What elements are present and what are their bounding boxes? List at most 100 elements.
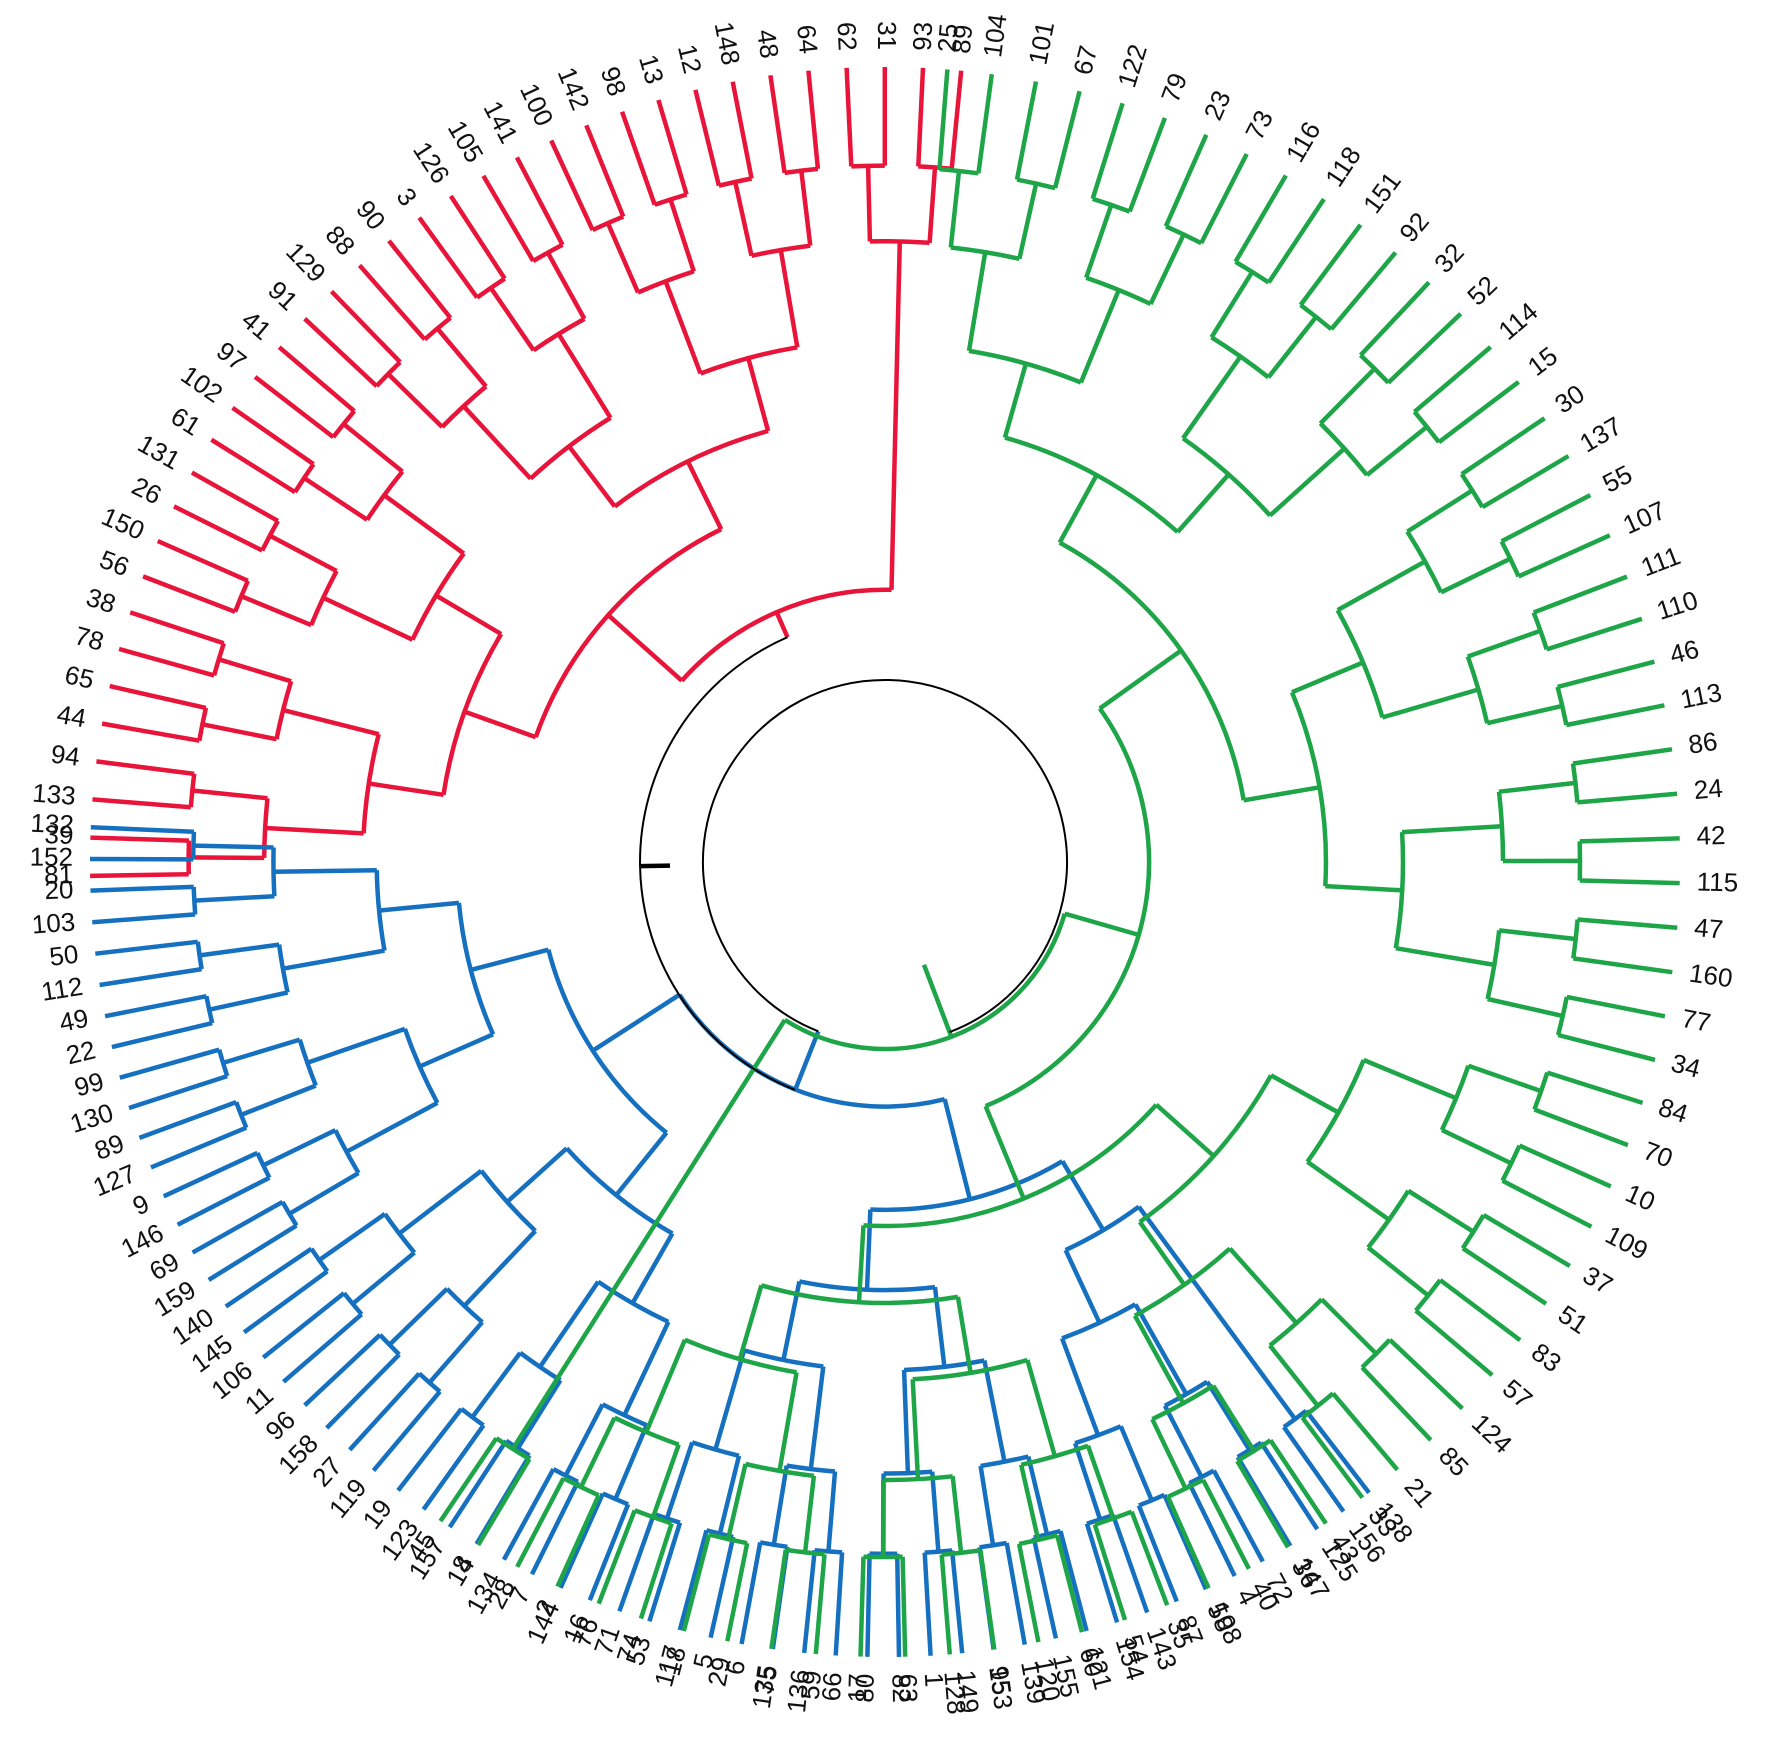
cluster-blue-merge-arc bbox=[979, 1540, 1008, 1550]
leaf-label-red: 90 bbox=[350, 194, 391, 235]
leaf-label-green: 84 bbox=[1655, 1092, 1692, 1129]
leaf-label-red: 133 bbox=[31, 778, 77, 811]
leaf-label-red: 94 bbox=[49, 739, 81, 772]
leaf-label-red: 91 bbox=[262, 275, 304, 317]
cluster-green-inner-branch bbox=[955, 1296, 973, 1374]
cluster-green-leaf-branch bbox=[937, 69, 950, 170]
cluster-blue-leaf-branch bbox=[282, 1312, 364, 1384]
leaf-label-blue: 152 bbox=[30, 842, 74, 872]
cluster-blue-merge-arc bbox=[374, 870, 387, 951]
cluster-red-inner-branch bbox=[778, 249, 800, 348]
cluster-red-leaf-branch bbox=[96, 759, 195, 777]
cluster-blue-inner-branch bbox=[317, 1212, 387, 1262]
cluster-blue-merge-arc bbox=[601, 1491, 629, 1507]
cluster-blue-merge-arc bbox=[195, 941, 204, 970]
cluster-green-inner-branch bbox=[1291, 660, 1364, 695]
leaf-label-blue: 75 bbox=[749, 1663, 783, 1696]
cluster-blue-merge-arc bbox=[1061, 1302, 1137, 1341]
cluster-blue-inner-branch bbox=[717, 1455, 742, 1535]
cluster-blue-leaf-branch bbox=[348, 1371, 421, 1452]
cluster-green-inner-branch bbox=[578, 1416, 617, 1488]
cluster-green-leaf-branch bbox=[1579, 836, 1680, 844]
cluster-green-leaf-branch bbox=[1557, 659, 1655, 690]
cluster-red-merge-arc bbox=[699, 345, 798, 376]
cluster-blue-inner-branch bbox=[351, 1250, 416, 1306]
cluster-blue-leaf-branch bbox=[833, 1552, 845, 1656]
cluster-blue-leaf-branch bbox=[90, 825, 194, 835]
cluster-blue-inner-branch bbox=[1060, 1160, 1106, 1232]
cluster-blue-inner-branch bbox=[345, 1100, 439, 1154]
cluster-green-inner-branch bbox=[1487, 996, 1564, 1019]
cluster-blue-leaf-branch bbox=[138, 1099, 237, 1141]
cluster-blue-leaf-branch bbox=[1211, 1469, 1265, 1563]
cluster-red-inner-branch bbox=[668, 198, 696, 273]
cluster-green-inner-branch bbox=[510, 1018, 787, 1451]
cluster-green-leaf-branch bbox=[900, 1556, 908, 1657]
cluster-green-merge-arc bbox=[1414, 1278, 1442, 1313]
cluster-red-leaf-branch bbox=[549, 139, 595, 231]
cluster-blue-leaf-branch bbox=[587, 1503, 631, 1602]
cluster-red-leaf-branch bbox=[142, 574, 236, 614]
cluster-green-merge-arc bbox=[1268, 1297, 1324, 1348]
cluster-red-leaf-branch bbox=[844, 67, 854, 167]
leaf-label-red: 100 bbox=[514, 79, 559, 131]
cluster-green-inner-branch bbox=[1243, 785, 1320, 803]
leaf-label-green: 107 bbox=[1618, 495, 1670, 540]
leaf-label-red: 39 bbox=[44, 819, 74, 850]
cluster-red-stem bbox=[774, 611, 790, 639]
cluster-green-leaf-branch bbox=[1557, 1032, 1656, 1063]
cluster-red-leaf-branch bbox=[303, 317, 379, 388]
cluster-blue-leaf-branch bbox=[1259, 1441, 1320, 1531]
cluster-blue-merge-arc bbox=[271, 847, 277, 897]
leaf-label-blue: 153 bbox=[983, 1664, 1019, 1711]
cluster-green-leaf-branch bbox=[1517, 533, 1611, 579]
cluster-green-leaf-branch bbox=[1546, 616, 1643, 652]
leaf-label-green: 124 bbox=[1466, 1408, 1518, 1460]
cluster-green-merge-arc bbox=[1058, 540, 1246, 801]
cluster-red-merge-arc bbox=[361, 733, 381, 834]
cluster-green-inner-branch bbox=[1325, 883, 1403, 893]
cluster-red-merge-arc bbox=[188, 773, 197, 808]
cluster-blue-inner-branch bbox=[470, 947, 549, 973]
cluster-blue-inner-branch bbox=[808, 1366, 826, 1470]
cluster-red-leaf-branch bbox=[693, 89, 722, 187]
cluster-green-leaf-branch bbox=[1572, 956, 1673, 975]
cluster-green-leaf-branch bbox=[1090, 102, 1125, 200]
cluster-green-leaf-branch bbox=[1092, 1523, 1128, 1621]
cluster-blue-merge-arc bbox=[924, 1548, 953, 1555]
cluster-blue-merge-arc bbox=[383, 1212, 417, 1255]
leaf-label-blue: 22 bbox=[63, 1034, 98, 1070]
cluster-blue-leaf-branch bbox=[261, 1291, 346, 1360]
cluster-red-merge-arc bbox=[851, 163, 885, 169]
cluster-green-leaf-branch bbox=[1235, 1459, 1290, 1549]
cluster-green-inner-branch bbox=[1057, 474, 1099, 544]
cluster-blue-leaf-branch bbox=[501, 1468, 556, 1561]
cluster-green-inner-branch bbox=[1085, 1444, 1116, 1520]
leaf-label-red: 98 bbox=[595, 63, 633, 100]
cluster-green-merge-arc bbox=[1018, 1533, 1058, 1547]
leaf-label-blue: 20 bbox=[44, 874, 74, 905]
leaf-label-red: 41 bbox=[236, 304, 277, 346]
cluster-blue-inner-branch bbox=[929, 1471, 941, 1552]
cluster-green-merge-arc bbox=[1366, 1189, 1411, 1249]
cluster-green-merge-arc bbox=[1318, 421, 1369, 477]
cluster-green-inner-branch bbox=[802, 1475, 817, 1553]
cluster-green-inner-branch bbox=[1366, 1245, 1430, 1298]
cluster-blue-merge-arc bbox=[743, 1348, 824, 1369]
cluster-green-inner-branch bbox=[950, 1476, 964, 1554]
cluster-green-leaf-branch bbox=[1414, 1308, 1494, 1377]
cluster-green-merge-arc bbox=[1138, 1074, 1273, 1224]
cluster-blue-leaf-branch bbox=[90, 884, 194, 893]
leaf-label-green: 118 bbox=[1319, 141, 1367, 192]
cluster-green-leaf-branch bbox=[1577, 917, 1678, 931]
leaf-label-red: 31 bbox=[872, 21, 902, 50]
cluster-green-inner-branch bbox=[777, 1372, 799, 1472]
leaf-label-red: 93 bbox=[907, 21, 938, 51]
leaf-label-red: 38 bbox=[83, 582, 120, 620]
cluster-red-leaf-branch bbox=[109, 683, 207, 711]
leaf-label-green: 86 bbox=[1686, 726, 1719, 760]
cluster-green-inner-branch bbox=[966, 251, 988, 352]
cluster-green-merge-arc bbox=[1020, 1443, 1089, 1467]
cluster-green-leaf-branch bbox=[1358, 280, 1431, 357]
cluster-red-inner-branch bbox=[545, 251, 587, 320]
